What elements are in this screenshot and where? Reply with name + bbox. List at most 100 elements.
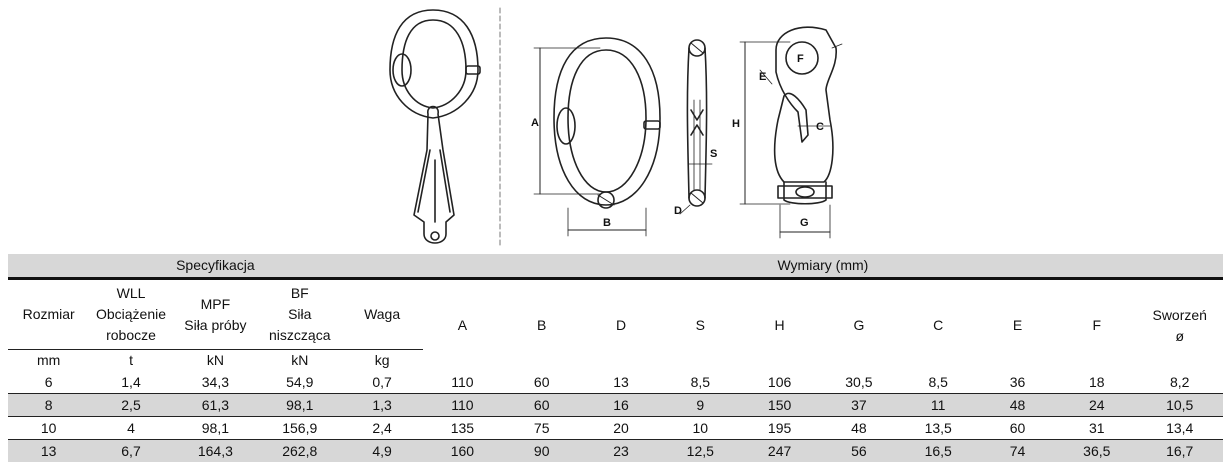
col-header-waga: Waga (364, 306, 401, 322)
cell: 6,7 (89, 439, 173, 462)
cell: 74 (977, 439, 1058, 462)
cell: 16,7 (1136, 439, 1223, 462)
cell: 13 (581, 371, 661, 394)
col-header-s: S (695, 317, 705, 333)
cell: 10 (8, 416, 90, 440)
cell: 11 (898, 393, 978, 417)
cell: 106 (739, 371, 820, 394)
technical-drawing: A B D S H G C E F (389, 7, 843, 249)
cell: 8 (8, 393, 90, 417)
cell: 247 (739, 439, 820, 462)
cell: 164,3 (172, 439, 259, 462)
cell: 16,5 (898, 439, 978, 462)
drawing-svg: A B D S H G C E F (389, 7, 843, 249)
cell: 4,9 (341, 439, 423, 462)
cell: 13,4 (1136, 416, 1223, 440)
cell: 8,5 (898, 371, 978, 394)
table-row: 8 2,5 61,3 98,1 1,3 110 60 16 9 150 37 1… (8, 393, 1223, 417)
unit-waga: kg (341, 349, 423, 371)
cell: 8,5 (660, 371, 740, 394)
cell: 48 (819, 416, 899, 440)
unit-rozmiar: mm (8, 349, 90, 371)
master-link-assembly (389, 9, 481, 244)
dim-label-c: C (816, 121, 824, 133)
dim-label-b: B (603, 217, 611, 229)
group-header-row: Specyfikacja Wymiary (mm) (8, 254, 1223, 280)
cell: 135 (422, 416, 503, 440)
dim-label-e: E (759, 71, 766, 83)
cell: 160 (422, 439, 503, 462)
col-header-c: C (933, 317, 944, 333)
cell: 36 (977, 371, 1058, 394)
col-header-b: B (537, 317, 547, 333)
cell: 98,1 (258, 393, 342, 417)
cell: 2,4 (341, 416, 423, 440)
cell: 37 (819, 393, 899, 417)
cell: 16 (581, 393, 661, 417)
cell: 56 (819, 439, 899, 462)
dim-label-g: G (800, 217, 809, 229)
col-header-a: A (457, 317, 468, 333)
cell: 10,5 (1136, 393, 1223, 417)
cell: 10 (660, 416, 740, 440)
cell: 23 (581, 439, 661, 462)
cell: 8,2 (1136, 371, 1223, 394)
table-row: 6 1,4 34,3 54,9 0,7 110 60 13 8,5 106 30… (8, 371, 1223, 394)
cell: 34,3 (172, 371, 259, 394)
cell: 90 (502, 439, 582, 462)
col-header-d: D (615, 317, 627, 333)
dim-label-h: H (732, 118, 740, 130)
cell: 262,8 (258, 439, 342, 462)
cell: 20 (581, 416, 661, 440)
dim-label-a: A (531, 117, 539, 129)
unit-bf: kN (258, 349, 342, 371)
table-row: 10 4 98,1 156,9 2,4 135 75 20 10 195 48 … (8, 416, 1223, 440)
cell: 75 (502, 416, 582, 440)
cell: 110 (422, 393, 503, 417)
cell: 2,5 (89, 393, 173, 417)
group-header-spec: Specyfikacja (8, 254, 423, 280)
cell: 60 (502, 393, 582, 417)
link-front-view (533, 37, 661, 237)
cell: 150 (739, 393, 820, 417)
col-header-h: H (774, 317, 785, 333)
cell: 4 (89, 416, 173, 440)
table-row: 13 6,7 164,3 262,8 4,9 160 90 23 12,5 24… (8, 439, 1223, 462)
unit-mpf: kN (172, 349, 259, 371)
link-side-view (679, 39, 713, 215)
unit-wll: t (89, 349, 173, 371)
cell: 13 (8, 439, 90, 462)
cell: 9 (660, 393, 740, 417)
cell: 195 (739, 416, 820, 440)
dim-label-d: D (674, 205, 682, 217)
cell: 36,5 (1057, 439, 1137, 462)
cell: 6 (8, 371, 90, 394)
cell: 0,7 (341, 371, 423, 394)
dim-label-s: S (710, 148, 717, 160)
cell: 30,5 (819, 371, 899, 394)
col-header-f: F (1092, 317, 1102, 333)
cell: 98,1 (172, 416, 259, 440)
dim-label-f: F (797, 53, 804, 65)
cell: 18 (1057, 371, 1137, 394)
cell: 31 (1057, 416, 1137, 440)
dimension-labels: A B D S H G C E F (531, 53, 824, 229)
cell: 60 (977, 416, 1058, 440)
cell: 13,5 (898, 416, 978, 440)
cell: 48 (977, 393, 1058, 417)
cell: 24 (1057, 393, 1137, 417)
group-header-dims: Wymiary (mm) (422, 254, 1223, 280)
connector-part-view (739, 26, 843, 239)
cell: 1,3 (341, 393, 423, 417)
cell: 12,5 (660, 439, 740, 462)
cell: 156,9 (258, 416, 342, 440)
col-header-g: G (853, 317, 865, 333)
cell: 61,3 (172, 393, 259, 417)
cell: 60 (502, 371, 582, 394)
cell: 54,9 (258, 371, 342, 394)
